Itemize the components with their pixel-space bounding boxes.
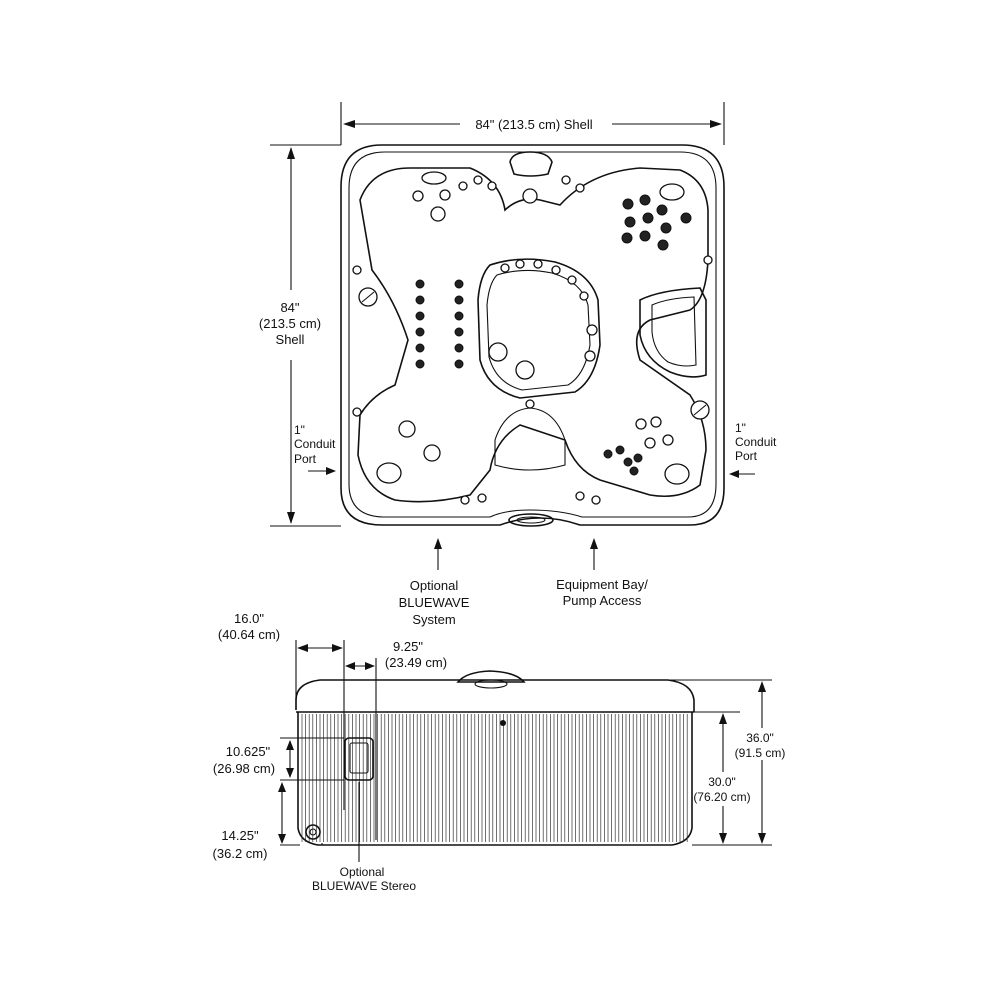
conduit-left-line2: Conduit — [294, 437, 336, 451]
cabinet-siding — [301, 714, 688, 842]
conduit-right-line1: 1" — [735, 421, 746, 435]
dim-30-line1: 30.0" — [708, 775, 736, 789]
dim-36-0: 36.0" (91.5 cm) — [668, 679, 786, 846]
stereo-line2: BLUEWAVE Stereo — [312, 879, 416, 893]
dim-1425-line2: (36.2 cm) — [213, 846, 268, 861]
side-view: 16.0" (40.64 cm) 9.25" (23.49 cm) 10.625… — [213, 611, 786, 893]
dim-36-line1: 36.0" — [746, 731, 774, 745]
conduit-right-line3: Port — [735, 449, 758, 463]
dim-16-0: 16.0" (40.64 cm) — [218, 611, 345, 810]
conduit-left-line1: 1" — [294, 423, 305, 437]
dim-925-line1: 9.25" — [393, 639, 423, 654]
dim-1425-line1: 14.25" — [221, 828, 259, 843]
dim-14-25: 14.25" (36.2 cm) — [213, 782, 300, 861]
dim-30-line2: (76.20 cm) — [693, 790, 750, 804]
height-dimension: 84" (213.5 cm) Shell — [259, 144, 341, 527]
dim-36-line2: (91.5 cm) — [735, 746, 786, 760]
width-dimension: 84" (213.5 cm) Shell — [340, 102, 725, 145]
stereo-line1: Optional — [340, 865, 385, 879]
spa-shell — [340, 144, 725, 527]
stereo-callout: Optional BLUEWAVE Stereo — [312, 782, 416, 893]
dim-10625-line2: (26.98 cm) — [213, 761, 275, 776]
dim-10625-line1: 10.625" — [226, 744, 271, 759]
jets — [376, 171, 692, 505]
height-label-line3: Shell — [276, 332, 305, 347]
stereo-unit — [344, 737, 374, 781]
equipment-line1: Equipment Bay/ — [556, 577, 648, 592]
dim-16-line1: 16.0" — [234, 611, 264, 626]
dim-925-line2: (23.49 cm) — [385, 655, 447, 670]
bluewave-line3: System — [412, 612, 455, 627]
bluewave-system-callout: Optional BLUEWAVE System — [399, 538, 470, 627]
dim-16-line2: (40.64 cm) — [218, 627, 280, 642]
dim-30-0: 30.0" (76.20 cm) — [693, 711, 751, 844]
conduit-port-right: 1" Conduit Port — [729, 421, 777, 478]
equipment-bay-callout: Equipment Bay/ Pump Access — [556, 538, 648, 608]
dim-9-25: 9.25" (23.49 cm) — [345, 639, 447, 840]
conduit-port-left: 1" Conduit Port — [294, 423, 336, 475]
bluewave-line2: BLUEWAVE — [399, 595, 470, 610]
conduit-right-line2: Conduit — [735, 435, 777, 449]
bluewave-line1: Optional — [410, 578, 459, 593]
height-label-line2: (213.5 cm) — [259, 316, 321, 331]
top-view: 84" (213.5 cm) Shell 84" (213.5 cm) Shel… — [259, 102, 777, 627]
spa-lip — [295, 679, 695, 712]
conduit-left-line3: Port — [294, 452, 317, 466]
width-label: 84" (213.5 cm) Shell — [475, 117, 592, 132]
dim-10-625: 10.625" (26.98 cm) — [213, 737, 344, 781]
equipment-line2: Pump Access — [563, 593, 642, 608]
height-label-line1: 84" — [280, 300, 299, 315]
